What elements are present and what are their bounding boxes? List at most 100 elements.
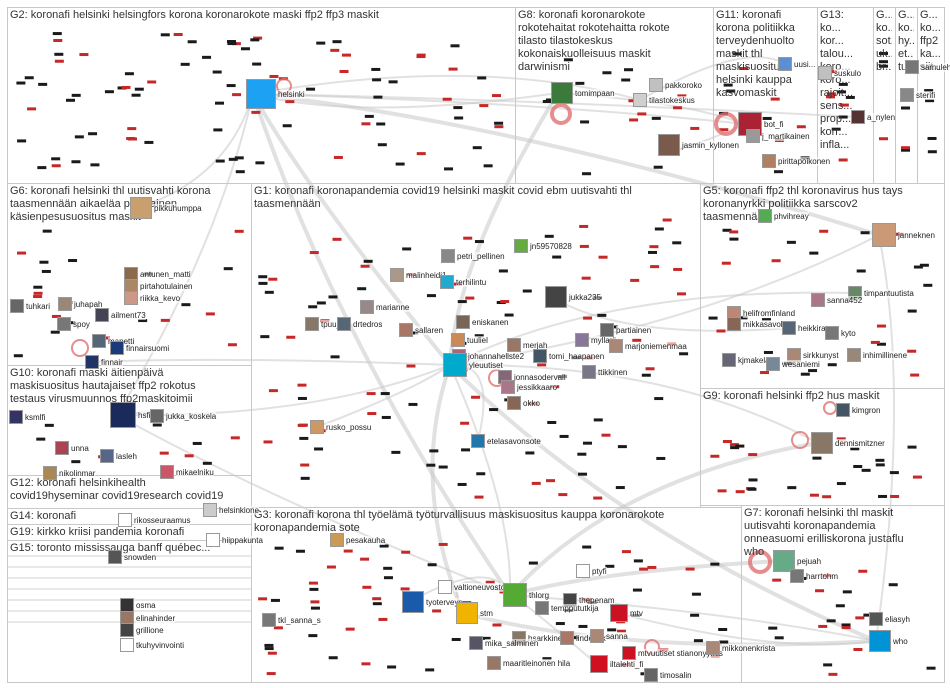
node-kimgron[interactable]: kimgron: [836, 403, 881, 417]
node-pakkoroko[interactable]: pakkoroko: [649, 78, 702, 92]
node-mika_salminen[interactable]: mika_salminen: [469, 636, 539, 650]
node-antunen_matti[interactable]: antunen_matti: [124, 267, 191, 281]
node-terhilintu[interactable]: terhilintu: [440, 275, 487, 289]
node-suskulo[interactable]: suskulo: [818, 66, 862, 80]
node-petri_pellinen[interactable]: petri_pellinen: [441, 249, 505, 263]
node-jn59570828[interactable]: jn59570828: [514, 239, 572, 253]
node-iltalehti_fi[interactable]: iltalehti_fi: [590, 655, 644, 673]
node-sanna452[interactable]: sanna452: [811, 293, 863, 307]
node-thlorg[interactable]: thlorg: [503, 583, 550, 607]
node-drtedros[interactable]: drtedros: [337, 317, 383, 331]
node-hsfi[interactable]: hsfi: [110, 402, 151, 428]
node-helsinkione[interactable]: helsinkione: [203, 503, 260, 517]
minor-node: [901, 106, 910, 110]
node-eliasyh[interactable]: eliasyh: [869, 612, 910, 626]
node-kjmakela[interactable]: kjmakela: [722, 353, 770, 367]
minor-node: [383, 566, 393, 570]
node-heikkiray[interactable]: heikkiray: [782, 321, 830, 335]
node-pirittapoikonen[interactable]: pirittapoikonen: [762, 154, 831, 168]
node-sallaren[interactable]: sallaren: [399, 323, 444, 337]
node-pirtahotulainen[interactable]: pirtahotulainen: [124, 279, 193, 293]
node-jasmin_kyllonen[interactable]: jasmin_kyllonen: [658, 134, 739, 156]
node-samulehti[interactable]: samulehti: [905, 60, 950, 74]
node-ailment73[interactable]: ailment73: [95, 308, 146, 322]
node-tpuuj[interactable]: tpuuj: [305, 317, 339, 331]
node-mikkonenkrista[interactable]: mikkonenkrista: [706, 641, 776, 655]
node-tomimpaan[interactable]: tomimpaan: [551, 82, 615, 104]
node-dennismitzner[interactable]: dennismitzner: [811, 432, 885, 454]
node-elinahinder[interactable]: elinahinder: [120, 611, 176, 625]
node-maaritleinonen[interactable]: maaritleinonen hila: [487, 656, 571, 670]
node-riikka_kevo[interactable]: riikka_kevo: [124, 291, 181, 305]
node-yleuutiset[interactable]: yleuutiset: [443, 353, 503, 377]
minor-node: [42, 229, 52, 233]
node-finnair[interactable]: finnair: [85, 355, 123, 369]
node-nikolinmar[interactable]: nikolinmar: [43, 466, 96, 480]
node-sterifi[interactable]: sterifi: [900, 88, 936, 102]
node-tuhkari[interactable]: tuhkari: [10, 299, 51, 313]
node-who[interactable]: who: [869, 630, 908, 652]
node-valtioneuvosto[interactable]: valtioneuvosto: [438, 580, 506, 594]
node-tilastokeskus[interactable]: tilastokeskus: [633, 93, 695, 107]
node-tyoterveys[interactable]: tyoterveys: [402, 591, 463, 613]
node-stm[interactable]: stm: [456, 602, 493, 624]
node-label: terhilintu: [456, 277, 487, 287]
node-pikkuhumppa[interactable]: pikkuhumppa: [130, 197, 202, 219]
node-lasleh[interactable]: lasleh: [100, 449, 137, 463]
node-rusko_possu[interactable]: rusko_possu: [310, 420, 372, 434]
node-inhimillinene[interactable]: inhimillinene: [847, 348, 908, 362]
node-tuuliel[interactable]: tuuliel: [451, 333, 488, 347]
node-helsinki[interactable]: helsinki: [246, 79, 305, 109]
node-label: marjoniemenmaa: [625, 341, 687, 351]
node-pejuah[interactable]: pejuah: [773, 550, 822, 572]
node-marjoniemenmaa[interactable]: marjoniemenmaa: [609, 339, 687, 353]
node-myllarii[interactable]: myllarii: [575, 333, 616, 347]
node-spoy[interactable]: spoy: [57, 317, 90, 331]
node-jukka_koskela[interactable]: jukka_koskela: [150, 409, 217, 423]
node-tkuhyvinvointi[interactable]: tkuhyvinvointi: [120, 638, 185, 652]
node-j_martikainen[interactable]: j_martikainen: [746, 129, 810, 143]
node-mikaelniku[interactable]: mikaelniku: [160, 465, 214, 479]
node-eniskanen[interactable]: eniskanen: [456, 315, 509, 329]
minor-node: [856, 269, 866, 273]
node-mikkasavola[interactable]: mikkasavola: [727, 317, 788, 331]
minor-node: [90, 163, 100, 167]
node-a_nylen[interactable]: a_nylen: [851, 110, 896, 124]
node-okko[interactable]: okko: [507, 396, 540, 410]
node-rikosseuraamus[interactable]: rikosseuraamus: [118, 513, 191, 527]
node-tomi_haapanen[interactable]: tomi_haapanen: [533, 349, 605, 363]
node-finnairsuomi[interactable]: finnairsuomi: [110, 341, 170, 355]
node-label: wesaniemi: [782, 359, 820, 369]
node-janneknen[interactable]: janneknen: [872, 223, 935, 247]
node-tkl_sanna_s[interactable]: tkl_sanna_s: [262, 613, 321, 627]
node-kyto[interactable]: kyto: [825, 326, 856, 340]
node-temppututkija[interactable]: temppututkija: [535, 601, 599, 615]
minor-node: [907, 349, 917, 353]
node-mtv[interactable]: mtv: [610, 604, 643, 622]
node-ptyfi[interactable]: ptyfi: [576, 564, 607, 578]
node-wesaniemi[interactable]: wesaniemi: [766, 357, 820, 371]
node-osma[interactable]: osma: [120, 598, 156, 612]
node-jessikkaaro[interactable]: jessikkaaro: [501, 380, 558, 394]
node-hiippakunta[interactable]: hiippakunta: [206, 533, 263, 547]
minor-node: [173, 33, 183, 37]
node-sanna[interactable]: sanna: [590, 629, 628, 643]
node-jukka235[interactable]: jukka235: [545, 286, 602, 308]
node-ttikkinen[interactable]: ttikkinen: [582, 365, 628, 379]
node-ksmlfi[interactable]: ksmlfi: [9, 410, 46, 424]
node-etelasavonsote[interactable]: etelasavonsote: [471, 434, 541, 448]
node-juhapah[interactable]: juhapah: [58, 297, 103, 311]
node-unna[interactable]: unna: [55, 441, 89, 455]
node-timosalin[interactable]: timosalin: [644, 668, 692, 682]
node-grillione[interactable]: grillione: [120, 623, 164, 637]
node-label: nikolinmar: [59, 468, 96, 478]
node-uusi_suomi[interactable]: uusi...: [778, 57, 816, 71]
node-pesakauha[interactable]: pesakauha: [330, 533, 386, 547]
node-malinheidi1[interactable]: malinheidi1: [390, 268, 447, 282]
node-partiainen[interactable]: partiainen: [600, 323, 652, 337]
node-snowden[interactable]: snowden: [108, 550, 157, 564]
node-harrtohm[interactable]: harrtohm: [790, 569, 839, 583]
node-marianne[interactable]: marianne: [360, 300, 410, 314]
node-phvihreay[interactable]: phvihreay: [758, 209, 809, 223]
node-merjah[interactable]: merjah: [507, 338, 548, 352]
